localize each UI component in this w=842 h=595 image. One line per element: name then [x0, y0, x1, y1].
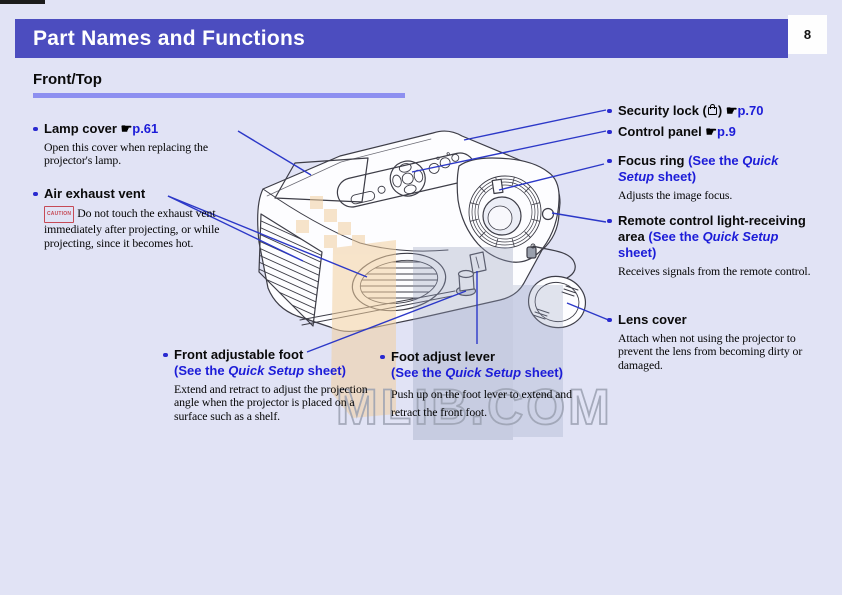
caution-badge: CAUTION	[44, 206, 75, 224]
pointer-hand-icon: ☛	[725, 103, 738, 118]
leader-line-control-panel	[411, 130, 607, 173]
callout-title: Security lock (	[618, 103, 707, 118]
section-underline	[33, 93, 405, 98]
link-p9[interactable]: p.9	[717, 124, 736, 139]
lens-cap-part	[527, 275, 587, 329]
callout-body: Open this cover when replacing the proje…	[44, 140, 208, 168]
callout-title: Remote control light-receiving	[618, 213, 806, 228]
pointer-hand-icon: ☛	[120, 121, 133, 136]
remote-receiver-part	[541, 207, 555, 221]
foot-lever-part	[469, 251, 487, 274]
callout-body: Receives signals from the remote control…	[618, 264, 811, 278]
bullet-icon	[607, 317, 612, 322]
lens-cap-cord	[532, 245, 576, 281]
scan-artifact	[0, 0, 45, 4]
leader-line-front-foot	[306, 290, 467, 353]
leader-line-remote-receiver	[551, 212, 607, 223]
leader-line-lens-cover	[566, 302, 612, 322]
bullet-icon	[607, 129, 612, 134]
front-foot-part	[455, 269, 477, 297]
lamp-cover-callout: Lamp cover ☛p.61 Open this cover when re…	[33, 121, 254, 168]
callout-title: Front adjustable foot	[174, 347, 304, 362]
foot-adjust-lever-callout: Foot adjust lever(See the Quick Setup sh…	[380, 349, 631, 421]
page-header: Part Names and Functions	[15, 19, 788, 58]
bullet-icon	[33, 191, 38, 196]
security-lock-icon	[707, 103, 717, 115]
callout-title: Focus ring	[618, 153, 689, 168]
focus-ring-part	[456, 157, 560, 263]
page-number: 8	[803, 27, 812, 42]
link-p61[interactable]: p.61	[132, 121, 159, 136]
callout-body: Attach when not using the projector to p…	[618, 331, 803, 372]
rear-foot-part	[526, 246, 537, 259]
control-panel-callout: Control panel ☛p.9	[607, 124, 736, 140]
callout-body: Extend and retract to adjust the project…	[174, 382, 368, 423]
leader-line-security-lock	[463, 109, 607, 141]
bullet-icon	[33, 126, 38, 131]
callout-title: Lens cover	[618, 312, 687, 327]
security-lock-callout: Security lock () ☛p.70	[607, 103, 764, 119]
lamp-cover-part	[274, 157, 369, 203]
callout-title: Foot adjust lever	[391, 349, 496, 364]
page-number-box: 8	[788, 15, 827, 54]
control-panel-part	[336, 152, 476, 208]
lens-cover-callout: Lens cover Attach when not using the pro…	[607, 312, 833, 372]
section-title: Front/Top	[33, 71, 102, 88]
projector-body	[257, 130, 587, 333]
bullet-icon	[163, 352, 168, 357]
air-exhaust-vent-side-part	[258, 213, 323, 327]
callout-body: Push up on the foot lever to extend and …	[391, 387, 572, 419]
leader-line-focus-ring	[498, 163, 605, 191]
bullet-icon	[607, 158, 612, 163]
callout-title: Lamp cover	[44, 121, 121, 136]
bullet-icon	[607, 108, 612, 113]
page-title: Part Names and Functions	[33, 27, 306, 50]
callout-body: Adjusts the image focus.	[618, 188, 733, 202]
front-adjustable-foot-callout: Front adjustable foot(See the Quick Setu…	[163, 347, 404, 423]
callout-title: Control panel	[618, 124, 706, 139]
bullet-icon	[607, 218, 612, 223]
pointer-hand-icon: ☛	[705, 124, 718, 139]
callout-title: Air exhaust vent	[44, 186, 146, 201]
link-p70[interactable]: p.70	[737, 103, 764, 118]
air-exhaust-vent-front-part	[351, 252, 447, 312]
bullet-icon	[380, 354, 385, 359]
